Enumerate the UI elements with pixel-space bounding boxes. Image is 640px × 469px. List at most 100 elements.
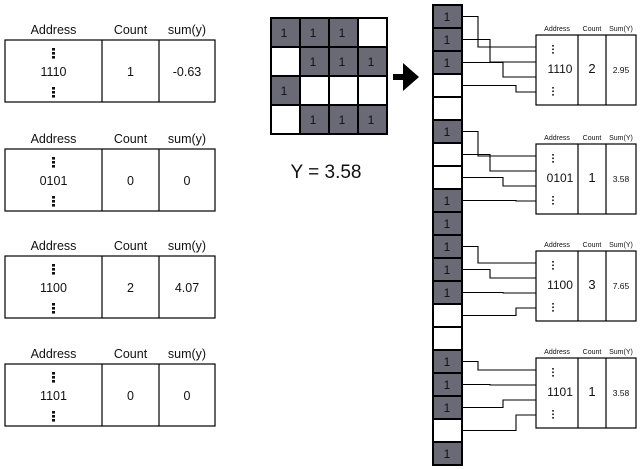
grid-cell: 1	[357, 104, 388, 135]
connector-line	[462, 245, 536, 264]
table-frame	[4, 148, 216, 212]
column-header: Address	[31, 23, 77, 37]
ellipsis-icon	[52, 264, 55, 314]
address-cell: 1100	[40, 281, 67, 295]
grid-cell: 1	[270, 75, 301, 106]
column-header: Count	[583, 135, 602, 142]
column-header: Sum(Y)	[609, 242, 633, 249]
bit-cell: 1	[432, 119, 463, 144]
grid-cell	[357, 17, 388, 48]
bit-cell-label: 1	[444, 56, 451, 70]
count-cell: 0	[127, 174, 134, 188]
bit-cell	[432, 326, 463, 351]
bit-cell-label: 1	[444, 240, 451, 254]
grid-cell: 1	[299, 104, 330, 135]
table-frame	[4, 39, 216, 103]
column-header: Count	[583, 349, 602, 356]
bit-cell	[432, 303, 463, 328]
connector-lines	[462, 15, 536, 432]
connector-line	[462, 268, 536, 279]
column-header: Address	[544, 242, 570, 249]
connector-line	[462, 38, 536, 63]
column-header: Address	[31, 132, 77, 146]
grid-cell	[299, 75, 330, 106]
bit-cell-label: 1	[444, 263, 451, 277]
count-cell: 0	[127, 389, 134, 403]
bit-cell-label: 1	[444, 125, 451, 139]
connector-line	[462, 307, 536, 317]
bit-cell: 1	[432, 395, 463, 420]
connector-line	[462, 360, 536, 371]
bit-cell: 1	[432, 372, 463, 397]
column-header: Count	[114, 132, 148, 146]
bit-cell: 1	[432, 188, 463, 213]
connector-line	[462, 199, 536, 202]
bit-cell-label: 1	[444, 447, 451, 461]
grid-cell-label: 1	[339, 55, 346, 69]
sum-cell: 3.58	[613, 174, 630, 184]
connector-line	[462, 383, 536, 386]
bit-cell-label: 1	[444, 401, 451, 415]
grid-cell-label: 1	[339, 113, 346, 127]
grid-cell	[328, 75, 359, 106]
bit-cell-label: 1	[444, 10, 451, 24]
grid-cell-label: 1	[339, 26, 346, 40]
grid-cell: 1	[328, 104, 359, 135]
address-cell: 1110	[41, 65, 67, 79]
grid-cell-label: 1	[281, 84, 288, 98]
bit-cell-label: 1	[444, 33, 451, 47]
bit-cell: 1	[432, 211, 463, 236]
address-cell: 1100	[547, 278, 573, 292]
column-header: Sum(Y)	[609, 26, 633, 33]
column-header: sum(y)	[168, 347, 206, 361]
sum-cell: 0	[184, 174, 191, 188]
arrow-icon	[393, 63, 419, 91]
grid-cell	[270, 46, 301, 77]
column-header: Address	[31, 347, 77, 361]
ellipsis-icon	[52, 48, 55, 98]
column-header: Count	[114, 239, 148, 253]
sum-cell: 4.07	[175, 281, 199, 295]
bit-cell: 1	[432, 4, 463, 29]
bit-cell	[432, 142, 463, 167]
address-cell: 1101	[547, 385, 573, 399]
connector-line	[462, 291, 536, 294]
grid-cell: 1	[270, 17, 301, 48]
column-header: Count	[114, 23, 148, 37]
bit-cell-label: 1	[444, 355, 451, 369]
grid-cell: 1	[328, 17, 359, 48]
bit-cell	[432, 418, 463, 443]
table-frame	[535, 34, 637, 106]
grid-cell: 1	[357, 46, 388, 77]
count-cell: 1	[588, 384, 595, 399]
connector-line	[462, 61, 536, 78]
column-header: sum(y)	[168, 132, 206, 146]
bit-cell	[432, 165, 463, 190]
bit-cell: 1	[432, 234, 463, 259]
y-value-label: Y = 3.58	[291, 162, 362, 183]
ellipsis-icon	[552, 261, 554, 312]
connector-line	[462, 84, 536, 93]
count-cell: 1	[127, 65, 134, 79]
column-header: sum(y)	[168, 23, 206, 37]
column-header: Sum(Y)	[609, 349, 633, 356]
grid-cell: 1	[328, 46, 359, 77]
grid-cell	[270, 104, 301, 135]
grid-cell-label: 1	[310, 113, 317, 127]
connector-line	[462, 176, 536, 187]
column-header: Address	[544, 135, 570, 142]
grid-cell	[357, 75, 388, 106]
sum-cell: 7.65	[613, 281, 630, 291]
bit-cell-label: 1	[444, 217, 451, 231]
address-cell: 1101	[40, 389, 67, 403]
column-header: Address	[544, 26, 570, 33]
grid-cell: 1	[299, 46, 330, 77]
grid-cell-label: 1	[368, 113, 375, 127]
